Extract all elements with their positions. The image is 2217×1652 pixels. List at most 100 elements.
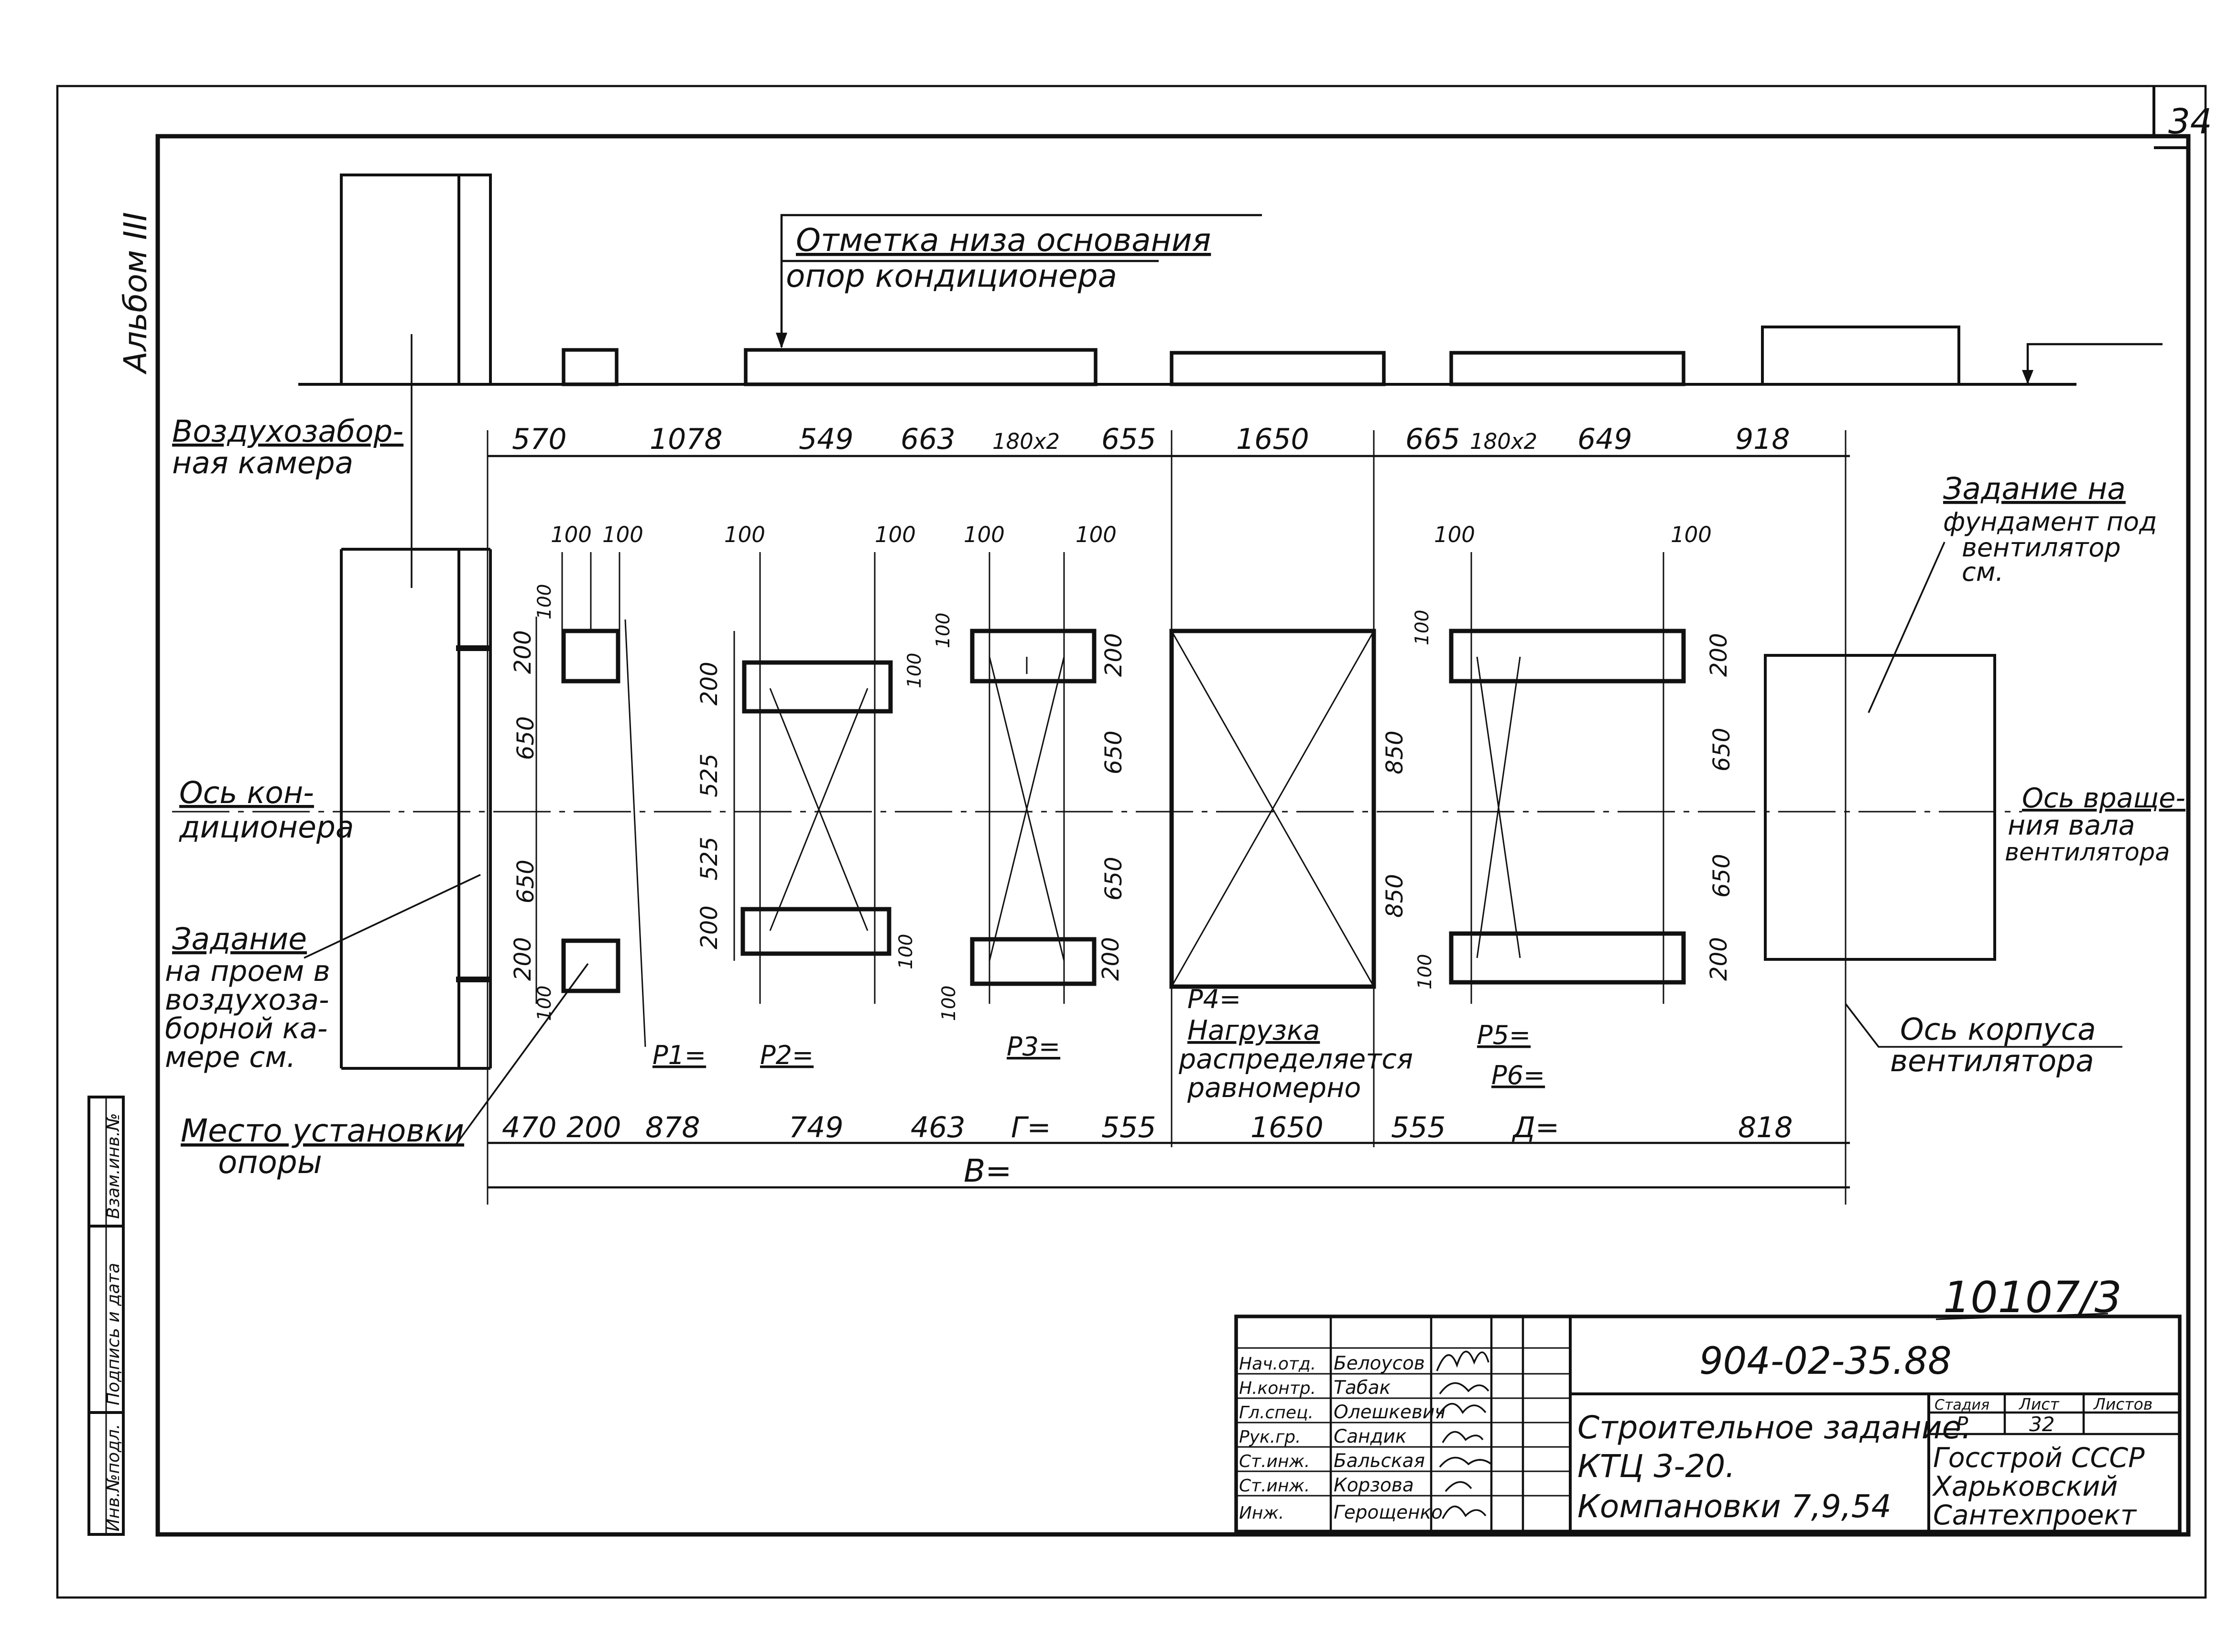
name-1: Белоусов [1334,1353,1425,1374]
support-group-a [535,552,646,1047]
dim-bottom-6: Г= [1011,1111,1051,1144]
name-2: Табак [1334,1377,1391,1399]
small-dim-8: 100 [1671,522,1712,547]
small-dim-4: 100 [875,522,916,547]
p1-label: P1= [652,1040,706,1070]
support-group-b [733,552,893,1004]
title-block-roles: Нач.отд. Н.контр. Гл.спец. Рук.гр. Ст.ин… [1239,1354,1316,1523]
dim-top-4: 663 [901,423,956,456]
fan-task-label-2: фундамент под [1943,507,2157,537]
role-3: Гл.спец. [1239,1403,1314,1423]
role-7: Инж. [1239,1503,1284,1523]
pad-e-dim-1: 100 [1412,610,1433,645]
dim-top-1: 570 [512,423,567,456]
role-2: Н.контр. [1239,1379,1316,1398]
load-labels: P1= P2= P3= P4= P5= P6= [652,984,1545,1090]
p4-label: P4= [1187,984,1241,1014]
fan-body-label-2: вентилятора [1890,1043,2094,1078]
title-line-2: КТЦ 3-20. [1577,1448,1735,1485]
axis-cond-label-2: диционера [179,810,354,845]
p3-label: P3= [1007,1032,1060,1062]
org-line-3: Сантехпроект [1933,1500,2137,1531]
opening-note-5: мере см. [165,1041,296,1074]
support-a-dims: 200 650 650 200 100 100 [510,584,555,1021]
fan-task-label-4: см. [1962,557,2004,587]
dim-bottom-10: Д= [1511,1111,1559,1144]
pad-d-dim-1: 850 [1381,730,1408,774]
pad-c-dim-2: 200 [1100,633,1127,677]
dimension-lines [172,430,2022,1205]
dim-bottom-2: 200 [566,1111,621,1144]
fan-task-label-3: вентилятор [1962,533,2121,563]
fan-shaft-label-1: Ось враще- [2022,783,2185,814]
page-number: 34 [2168,101,2212,141]
support-pad-e2 [1449,931,1686,985]
pad-a-dim-2: 650 [512,716,539,760]
fan-shaft-label-3: вентилятора [2005,838,2170,867]
dim-bottom-3: 878 [645,1111,700,1144]
pad-a-dim-3: 650 [512,859,539,903]
p2-label: P2= [760,1040,814,1070]
support-pad-b2 [740,907,891,956]
pad-e-dim-3: 650 [1708,728,1735,772]
small-dim-6: 100 [1076,522,1117,547]
pad-a-dim-1: 200 [510,630,536,674]
dim-top-labels: 570 1078 549 663 180x2 655 1650 665 180x… [512,423,1790,456]
album-label: Альбом III [117,212,154,375]
sheets-header: Листов [2093,1395,2152,1413]
small-dim-5: 100 [964,522,1005,547]
support-pad-c2 [970,937,1097,986]
stage-header: Стадия [1934,1397,1989,1413]
pad-b-dim-3: 525 [696,837,723,880]
dim-top-11: 918 [1735,423,1790,456]
support-group-d [1169,430,1376,1147]
support-pad-c1 [970,629,1097,684]
dim-bottom-11: 818 [1738,1111,1793,1144]
pad-a-dim-4: 200 [510,937,536,981]
fan-task-label-1: Задание на [1943,471,2126,506]
air-intake-label-2: ная камера [172,446,353,480]
axis-cond-label-1: Ось кон- [179,775,314,810]
pad-b-dim-6: 100 [895,934,917,969]
opening-note-2: на проем в [165,955,330,988]
air-intake-chamber [340,334,492,1070]
pad-b-dim-2: 525 [696,753,723,797]
role-5: Ст.инж. [1239,1452,1310,1471]
p6-label: P6= [1491,1060,1545,1090]
small-dim-1: 100 [551,522,592,547]
load-note-1: Нагрузка [1187,1015,1320,1046]
stage-value: Р [1956,1413,1968,1436]
support-d-dims: 850 850 [1381,730,1408,918]
support-pad-a2 [561,938,620,993]
base-mark-label-1: Отметка низа основания [796,222,1211,259]
title-line-3: Компановки 7,9,54 [1577,1488,1891,1525]
pad-e-dim-4: 650 [1708,854,1735,898]
pad-a-dim-5: 100 [534,584,555,620]
fan-shaft-label-2: ния вала [2008,810,2135,841]
fan-foundation [1764,654,1996,961]
side-stamp [87,1096,125,1536]
dim-bottom-8: 1650 [1250,1111,1324,1144]
pad-d-dim-2: 850 [1381,874,1408,918]
small-dim-3: 100 [724,522,765,547]
load-note-2: распределяется [1178,1043,1413,1075]
fan-body-label-1: Ось корпуса [1900,1012,2096,1047]
support-pad-b1 [742,660,893,714]
pad-b-dim-1: 200 [696,662,723,706]
opening-note-4: борной ка- [165,1012,327,1045]
name-5: Бальская [1334,1450,1425,1472]
name-7: Герощенко [1334,1502,1443,1523]
sheet-frame [56,85,2207,1599]
p5-label: P5= [1477,1020,1531,1050]
side-stamp-sign: Подпись и дата [104,1263,123,1405]
pad-b-dim-4: 200 [696,905,723,949]
title-line-1: Строительное задание. [1577,1409,1971,1446]
small-dim-7: 100 [1434,522,1475,547]
pad-c-dim-1: 100 [933,613,954,648]
dim-top-8: 665 [1405,423,1460,456]
org-line-2: Харьковский [1932,1471,2118,1502]
pad-a-dim-6: 100 [534,986,555,1021]
dim-top-7: 1650 [1236,423,1309,456]
role-6: Ст.инж. [1239,1476,1310,1496]
